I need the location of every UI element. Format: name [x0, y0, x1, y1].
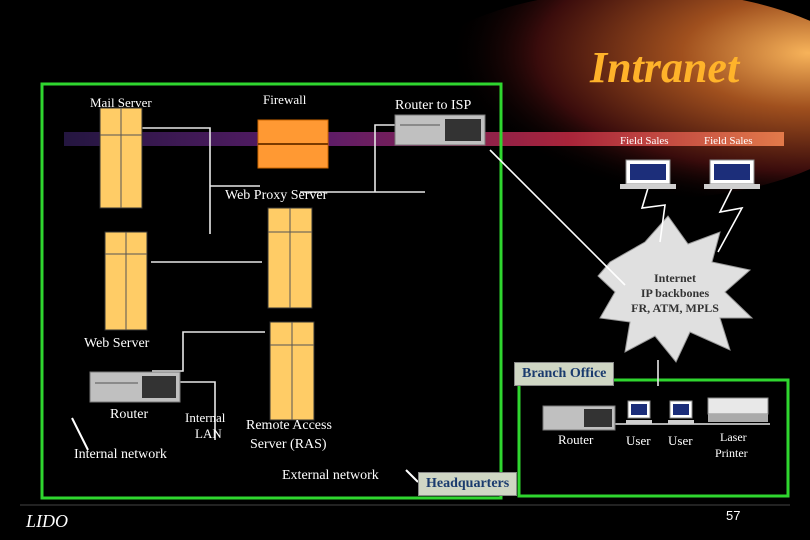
field-sales-label-2: Field Sales	[704, 135, 753, 147]
internal-lan-label-2: LAN	[195, 426, 222, 441]
cloud-line-3: FR, ATM, MPLS	[631, 301, 719, 315]
router-isp-icon	[394, 114, 486, 146]
field-link-1	[640, 187, 666, 243]
isp-to-cloud-link	[489, 149, 626, 286]
branch-router-icon	[542, 405, 616, 431]
branch-user-1-icon	[626, 400, 652, 424]
branch-user-label-2: User	[668, 433, 693, 448]
page-number: 57	[726, 508, 741, 523]
printer-label-1: Laser	[720, 430, 747, 444]
lido-logo-text: LIDO	[26, 511, 69, 531]
web-server-icon	[104, 231, 148, 331]
cloud-line-2: IP backbones	[640, 286, 710, 300]
internal-network-pointer	[71, 417, 89, 451]
external-network-label: External network	[282, 468, 379, 483]
internal-lan-label-1: Internal	[185, 410, 226, 425]
web-proxy-label: Web Proxy Server	[225, 188, 328, 203]
field-laptop-2-icon	[704, 159, 760, 189]
router-isp-label: Router to ISP	[395, 98, 472, 113]
headquarters-frame	[40, 82, 503, 500]
cloud-text: Internet IP backbones FR, ATM, MPLS	[615, 271, 735, 316]
glow-background	[400, 0, 810, 200]
laser-printer-icon	[707, 397, 769, 422]
printer-label-2: Printer	[715, 446, 748, 460]
branch-router-label: Router	[558, 432, 594, 447]
cloud-line-1: Internet	[654, 271, 696, 285]
firewall-label: Firewall	[263, 92, 307, 107]
remote-access-server-icon	[269, 321, 315, 421]
mail-server-label: Mail Server	[90, 95, 152, 110]
web-server-label: Web Server	[84, 336, 150, 351]
external-network-pointer	[405, 469, 419, 483]
internet-cloud	[597, 215, 754, 363]
branch-user-2-icon	[668, 400, 694, 424]
web-proxy-server-icon	[267, 207, 313, 309]
branch-user-label-1: User	[626, 433, 651, 448]
remote-access-label-2: Server (RAS)	[250, 437, 327, 452]
headquarters-label: Headquarters	[418, 472, 518, 496]
branch-frame	[517, 378, 790, 498]
page-title: Intranet	[590, 43, 740, 92]
internal-router-icon	[89, 371, 181, 403]
internal-network-label: Internal network	[74, 447, 167, 462]
mail-server-icon	[99, 107, 143, 209]
branch-office-label: Branch Office	[514, 362, 615, 386]
field-link-2	[717, 187, 744, 253]
router-label: Router	[110, 407, 149, 422]
field-laptop-1-icon	[620, 159, 676, 189]
field-sales-label-1: Field Sales	[620, 135, 669, 147]
remote-access-label-1: Remote Access	[246, 418, 332, 433]
firewall-icon	[257, 119, 329, 169]
